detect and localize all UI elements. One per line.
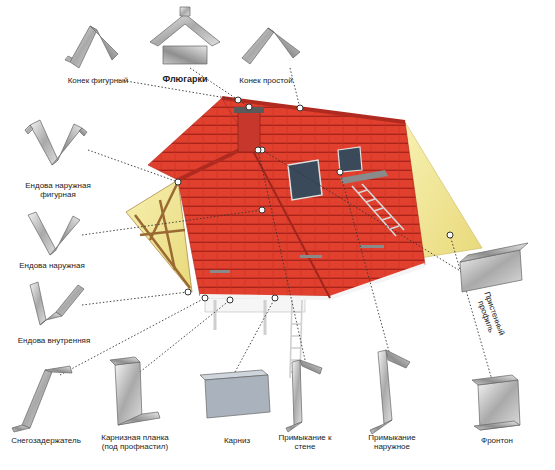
part-label: Карнизная планка (под профнастил) (95, 433, 175, 451)
part-label: Примыкание к стене (276, 433, 334, 451)
chimney (238, 112, 260, 152)
part-label: Примыкание наружное (362, 433, 422, 451)
snow-guard-icon (12, 366, 72, 432)
gable-trim-icon (472, 375, 520, 430)
snow-guards (210, 245, 384, 273)
skylight (288, 160, 322, 200)
part-label: Снегозадержатель (1, 436, 91, 445)
walk-board (340, 170, 388, 184)
part-label: Фронтон (467, 436, 527, 445)
house (126, 98, 482, 378)
part-label: Конек фигурный (53, 76, 143, 85)
figured-ridge-icon (65, 26, 118, 68)
eave-icon (200, 370, 270, 418)
outer-abutment-icon (370, 350, 410, 434)
chimney-cap-icon (150, 7, 220, 64)
leader-dots (175, 97, 453, 303)
outer-figured-valley-icon (25, 120, 87, 165)
wall-profile-icon (460, 243, 528, 292)
part-label: Пристенный профиль (473, 289, 507, 342)
outer-valley-icon (28, 212, 80, 255)
part-label: Карниз (212, 436, 262, 445)
eave-strip-icon (110, 357, 160, 425)
simple-ridge-icon (242, 28, 300, 64)
wall (205, 298, 305, 312)
skylight (338, 147, 362, 172)
part-label: Ендова наружная (12, 261, 92, 270)
posts (215, 300, 265, 335)
part-icons (12, 7, 528, 434)
roof-slope (178, 145, 330, 298)
eave (200, 265, 425, 298)
leader-lines (60, 68, 492, 380)
wall-abutment-icon (286, 360, 322, 432)
part-label: Ендова наружная фигурная (22, 181, 94, 199)
part-label: Ендова внутренняя (9, 336, 99, 345)
part-label: Флюгарки (150, 74, 220, 84)
part-label: Конек простой (226, 76, 306, 85)
inner-valley-icon (30, 282, 84, 325)
